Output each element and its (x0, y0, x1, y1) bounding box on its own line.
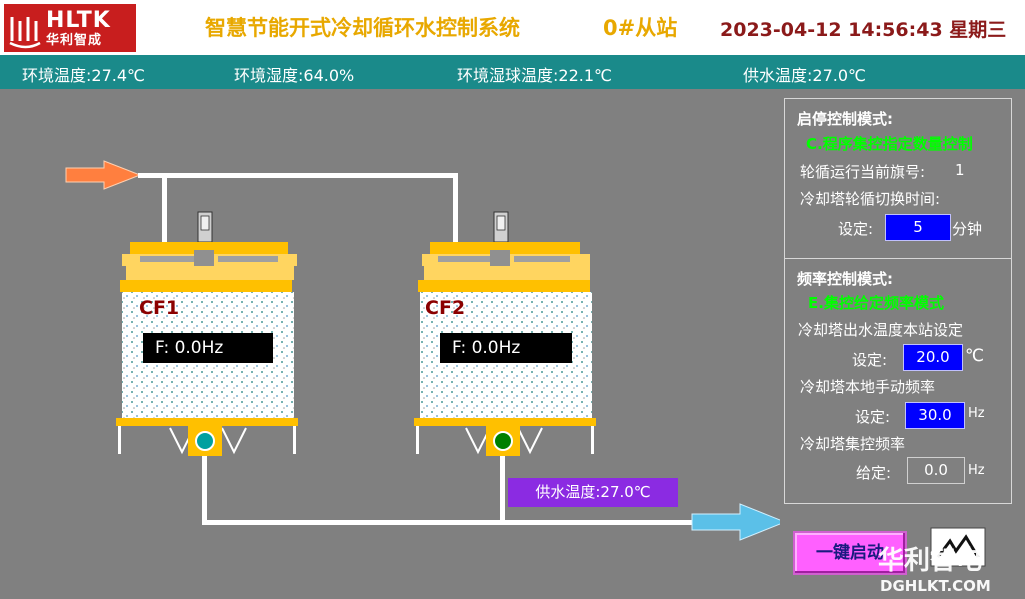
switch-time-label: 冷却塔轮循切换时间: (800, 190, 941, 208)
start-stop-mode-value: C.程序集控指定数量控制 (806, 135, 973, 153)
rotation-label: 轮循运行当前旗号: (800, 163, 926, 181)
supply-temp-readout: 供水温度:27.0℃ (743, 66, 866, 85)
system-title: 智慧节能开式冷却循环水控制系统 (205, 16, 520, 40)
tower-freq-cf1: F: 0.0Hz (143, 333, 273, 363)
manual-freq-label: 冷却塔本地手动频率 (800, 378, 936, 396)
tower-label-cf1: CF1 (139, 297, 180, 319)
central-freq-given-label: 给定: (856, 464, 892, 482)
freq-mode-value: E.集控给定频率模式 (808, 294, 944, 312)
outlet-pipe-main (202, 520, 747, 525)
datetime-display: 2023-04-12 14:56:43 星期三 (720, 19, 1007, 41)
control-panel (784, 98, 1012, 504)
switch-time-unit: 分钟 (952, 220, 983, 238)
outlet-arrow (691, 503, 780, 541)
central-freq-label: 冷却塔集控频率 (800, 435, 906, 453)
company-logo: HLTK 华利智成 (4, 4, 136, 52)
inlet-pipe (138, 173, 458, 178)
process-diagram (65, 160, 780, 541)
outlet-temp-input[interactable]: 20.0 (903, 344, 963, 371)
wet-bulb-readout: 环境湿球温度:22.1℃ (457, 66, 612, 85)
outlet-pipe-2 (500, 455, 505, 525)
start-stop-mode-title: 启停控制模式: (797, 110, 893, 128)
central-freq-unit: Hz (968, 463, 985, 478)
panel-divider (784, 258, 1012, 259)
header-bar (0, 0, 1025, 55)
watermark-url: DGHLKT.COM (880, 577, 991, 595)
env-temp-readout: 环境温度:27.4℃ (22, 66, 145, 85)
outlet-temp-unit: ℃ (965, 346, 985, 366)
logo-mark-icon (9, 17, 41, 49)
freq-mode-title: 频率控制模式: (797, 270, 893, 288)
switch-time-set-label: 设定: (838, 220, 874, 238)
env-humidity-readout: 环境湿度:64.0% (234, 66, 355, 85)
manual-freq-set-label: 设定: (855, 408, 891, 426)
manual-freq-unit: Hz (968, 406, 985, 421)
logo-name: HLTK (46, 7, 111, 33)
outlet-temp-set-label: 设定: (852, 351, 888, 369)
one-key-start-button[interactable]: 一键启动 (793, 531, 907, 575)
brand-badge-icon (930, 527, 986, 567)
tower-freq-cf2: F: 0.0Hz (440, 333, 572, 363)
central-freq-display: 0.0 (907, 457, 965, 484)
supply-temp-tag: 供水温度:27.0℃ (508, 478, 678, 507)
outlet-temp-label: 冷却塔出水温度本站设定 (798, 321, 964, 339)
station-label: 0#从站 (603, 16, 678, 40)
switch-time-input[interactable]: 5 (885, 214, 951, 241)
watermark-brand: 华利智电 (878, 546, 983, 576)
tower-label-cf2: CF2 (425, 297, 466, 319)
inlet-arrow (65, 160, 142, 190)
logo-subtitle: 华利智成 (46, 32, 103, 48)
outlet-pipe-1 (202, 455, 207, 525)
rotation-value: 1 (955, 161, 965, 179)
manual-freq-input[interactable]: 30.0 (905, 402, 965, 429)
inlet-pipe-down-2 (453, 173, 458, 243)
inlet-pipe-down-1 (162, 173, 167, 243)
environment-status-bar: 环境温度:27.4℃ 环境湿度:64.0% 环境湿球温度:22.1℃ 供水温度:… (0, 55, 1025, 89)
